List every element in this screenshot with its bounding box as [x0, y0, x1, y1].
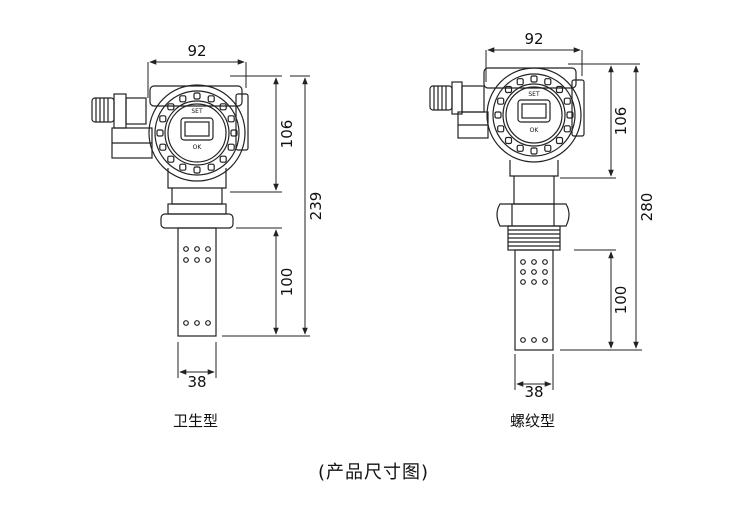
cable-gland-icon — [429, 81, 489, 139]
threaded-transmitter — [429, 67, 585, 351]
cover-bolt-icon — [504, 85, 513, 94]
figure-caption: (产品尺寸图) — [318, 462, 430, 483]
cover-bolt-icon — [207, 95, 215, 103]
cover-bolt-icon — [530, 147, 538, 155]
sanitary-display-set-label: SET — [191, 108, 203, 115]
cover-bolts-icon — [156, 92, 238, 174]
sanitary-display-ok-label: OK — [193, 144, 203, 151]
cover-bolt-icon — [207, 163, 215, 171]
cover-bolt-icon — [494, 111, 502, 119]
probe-icon — [177, 227, 217, 337]
lcd-display-icon — [517, 99, 551, 123]
cover-bolt-icon — [219, 155, 227, 163]
cover-bolt-icon — [159, 143, 167, 151]
cover-bolt-icon — [563, 97, 571, 105]
sanitary-transmitter — [91, 84, 249, 337]
cover-bolt-icon — [516, 78, 524, 86]
sanitary-probe-width-label: 38 — [187, 373, 206, 391]
threaded-probe-width-label: 38 — [524, 383, 543, 401]
cover-bolt-icon — [193, 166, 201, 174]
cover-bolt-icon — [219, 103, 227, 111]
probe-icon — [514, 249, 554, 351]
threaded-head-height-label: 106 — [612, 107, 630, 136]
cover-bolt-icon — [504, 136, 513, 145]
threaded-probe-length-label: 100 — [612, 286, 630, 315]
cover-bolt-icon — [167, 103, 175, 111]
cover-bolt-icon — [566, 111, 574, 119]
cover-bolt-icon — [230, 129, 238, 137]
cover-bolt-icon — [497, 97, 505, 105]
housing-icon — [483, 67, 585, 251]
sanitary-total-height-label: 239 — [307, 192, 325, 221]
cover-bolt-icon — [555, 85, 564, 94]
lcd-display-icon — [180, 117, 214, 141]
sanitary-variant-name: 卫生型 — [173, 412, 219, 430]
cover-bolt-icon — [227, 143, 235, 151]
cover-bolt-icon — [179, 163, 187, 171]
threaded-variant-name: 螺纹型 — [510, 412, 556, 430]
threaded-total-height-label: 280 — [638, 193, 656, 222]
cable-gland-icon — [91, 93, 153, 159]
threaded-display-ok-label: OK — [530, 127, 540, 134]
cover-bolt-icon — [497, 125, 505, 133]
threaded-width-top-label: 92 — [524, 30, 543, 48]
sanitary-width-top-label: 92 — [187, 42, 206, 60]
cover-bolt-icon — [159, 115, 167, 123]
cover-bolt-icon — [516, 144, 524, 152]
cover-bolt-icon — [227, 115, 235, 123]
sanitary-head-height-label: 106 — [278, 120, 296, 149]
cover-bolt-icon — [167, 155, 175, 163]
threaded-display-set-label: SET — [528, 91, 540, 98]
cover-bolt-icon — [193, 92, 201, 100]
cover-bolt-icon — [563, 125, 571, 133]
cover-bolt-icon — [156, 129, 164, 137]
sanitary-probe-length-label: 100 — [278, 268, 296, 297]
cover-bolt-icon — [544, 78, 552, 86]
cover-bolt-icon — [530, 75, 538, 83]
cover-bolt-icon — [544, 144, 552, 152]
threaded-dimension-lines — [485, 47, 642, 390]
cover-bolts-icon — [494, 75, 574, 155]
cover-bolt-icon — [179, 95, 187, 103]
sanitary-dimension-lines — [147, 59, 310, 378]
cover-bolt-icon — [555, 136, 564, 145]
housing-icon — [148, 84, 249, 229]
